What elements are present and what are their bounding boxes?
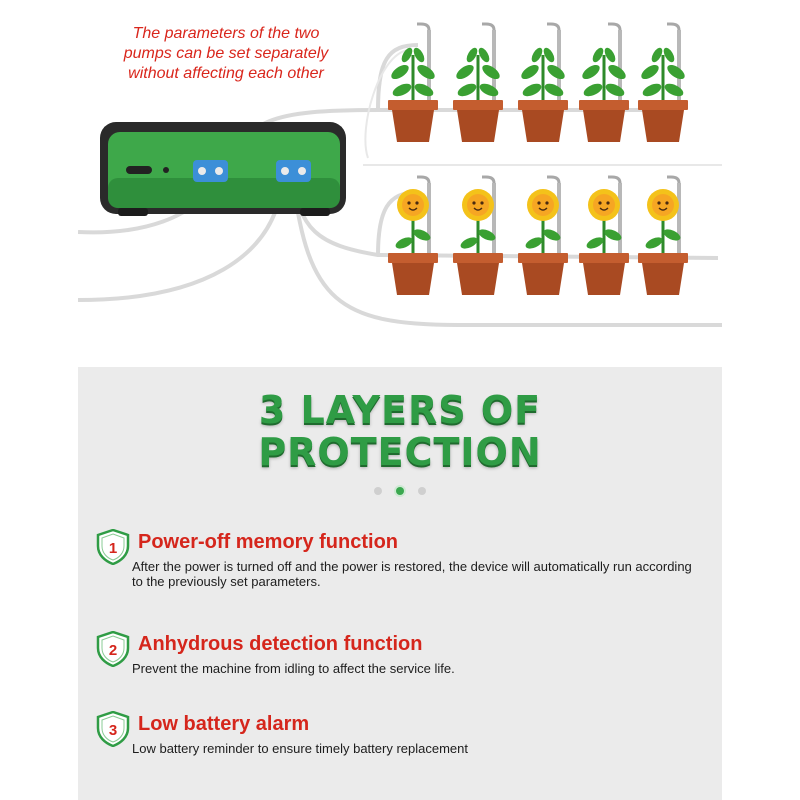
feature-number: 3 xyxy=(109,722,117,739)
page-title: 3 LAYERS OF PROTECTION xyxy=(78,389,722,473)
features-panel: 3 LAYERS OF PROTECTION 1 Power-off memor… xyxy=(78,367,722,800)
title-line-1: 3 LAYERS OF xyxy=(258,388,542,432)
caption-line: pumps can be set separately xyxy=(123,45,329,62)
feature-title: Low battery alarm xyxy=(138,713,310,735)
leafy-plant-row xyxy=(387,22,689,142)
garden-scene xyxy=(78,22,722,327)
carousel-dot-active[interactable] xyxy=(396,487,404,495)
shield-number-icon: 2 xyxy=(96,631,130,667)
feature-title: Anhydrous detection function xyxy=(138,633,423,655)
caption-line: The parameters of the two xyxy=(132,25,320,42)
feature-title: Power-off memory function xyxy=(138,531,399,553)
shield-number-icon: 3 xyxy=(96,711,130,747)
dual-pump-device xyxy=(100,122,346,216)
feature-description: Low battery reminder to ensure timely ba… xyxy=(132,741,468,756)
feature-description: Prevent the machine from idling to affec… xyxy=(132,661,455,676)
feature-description: After the power is turned off and the po… xyxy=(132,559,692,589)
sunflower-plant-row xyxy=(388,175,688,295)
feature-number: 2 xyxy=(109,642,117,659)
carousel-indicator xyxy=(78,482,722,500)
title-line-2: PROTECTION xyxy=(258,430,542,474)
feature-number: 1 xyxy=(109,540,117,557)
shield-number-icon: 1 xyxy=(96,529,130,565)
product-illustration: The parameters of the two pumps can be s… xyxy=(78,0,722,360)
caption-line: without affecting each other xyxy=(128,65,324,82)
carousel-dot[interactable] xyxy=(373,487,382,495)
carousel-dot[interactable] xyxy=(418,487,427,495)
pump-caption: The parameters of the two pumps can be s… xyxy=(106,24,346,84)
